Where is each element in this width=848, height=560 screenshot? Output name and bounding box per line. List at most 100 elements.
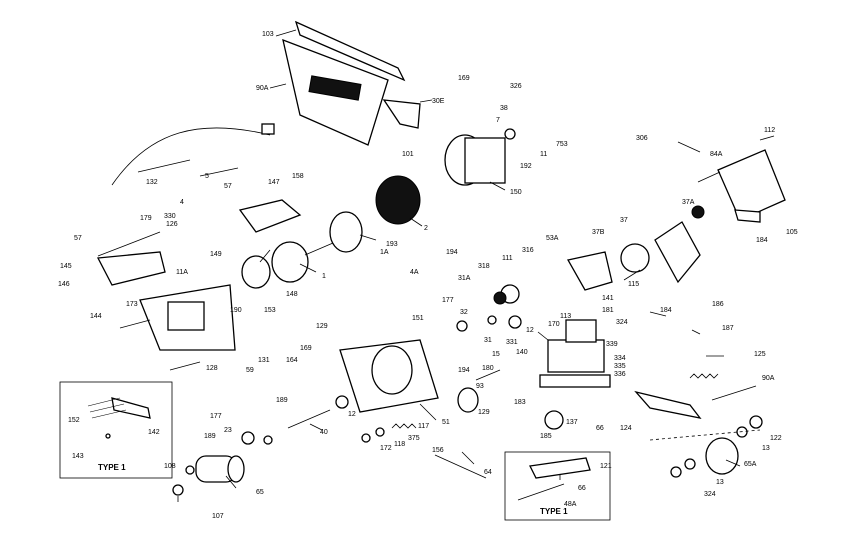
spring-part [391, 423, 417, 429]
label-4: 4 [180, 199, 184, 206]
label-170: 170 [548, 321, 560, 328]
label-15: 15 [492, 351, 500, 358]
label-7: 7 [496, 117, 500, 124]
label-107: 107 [212, 513, 224, 520]
guard-logo-plate [308, 75, 362, 101]
cord-plug-part [261, 123, 275, 135]
label-143: 143 [72, 453, 84, 460]
label-111: 111 [502, 255, 513, 262]
label-169b: 169 [300, 345, 312, 352]
power-cord-part [111, 127, 271, 186]
label-57b: 57 [74, 235, 82, 242]
label-172: 172 [380, 445, 392, 452]
label-335: 335 [614, 363, 626, 370]
label-336: 336 [614, 371, 626, 378]
washer-part-23 [241, 431, 255, 445]
drive-belt-part [654, 221, 701, 284]
washer-part-12a [335, 395, 349, 409]
screw-part-118 [375, 427, 385, 437]
label-147: 147 [268, 179, 280, 186]
label-177a: 177 [442, 297, 454, 304]
label-37a: 37A [682, 199, 695, 206]
label-194b: 194 [458, 367, 470, 374]
label-65: 65 [256, 489, 264, 496]
label-65a: 65A [744, 461, 757, 468]
left-shoe-part [96, 251, 166, 286]
label-1: 1 [322, 273, 326, 280]
end-cap-part [717, 149, 786, 221]
main-housing-bore [371, 345, 413, 395]
label-141: 141 [602, 295, 614, 302]
washer-part-11 [504, 128, 516, 140]
fan-ring-part [329, 211, 363, 253]
label-31: 31 [484, 337, 492, 344]
pulley-part [620, 243, 650, 273]
label-11a: 11A [176, 269, 188, 276]
label-11: 11 [540, 151, 547, 158]
label-164: 164 [286, 357, 298, 364]
front-roller-end [227, 455, 245, 483]
label-113: 113 [560, 313, 571, 320]
label-64: 64 [484, 469, 492, 476]
label-152: 152 [68, 417, 80, 424]
lever-part [634, 390, 702, 419]
inset-bottom-box: TYPE 1 [504, 451, 611, 521]
label-156: 156 [432, 447, 444, 454]
inset-left-box: TYPE 1 [59, 381, 173, 479]
label-184b: 184 [660, 307, 672, 314]
label-177b: 177 [210, 413, 222, 420]
label-324b: 324 [704, 491, 716, 498]
label-32: 32 [460, 309, 468, 316]
label-145: 145 [60, 263, 72, 270]
label-124: 124 [620, 425, 632, 432]
label-31a: 31A [458, 275, 471, 282]
label-339: 339 [606, 341, 618, 348]
fan-part [241, 255, 271, 289]
label-183: 183 [514, 399, 526, 406]
dust-tube-part [294, 20, 406, 82]
label-194a: 194 [446, 249, 458, 256]
tension-spring-part [689, 373, 719, 379]
label-189a: 189 [276, 397, 288, 404]
label-129a: 129 [316, 323, 328, 330]
label-30e: 30E [432, 98, 445, 105]
label-331: 331 [506, 339, 518, 346]
label-173: 173 [126, 301, 138, 308]
label-115: 115 [628, 281, 639, 288]
label-23: 23 [224, 427, 232, 434]
label-185: 185 [540, 433, 552, 440]
label-13a: 13 [762, 445, 770, 452]
label-4a: 4A [410, 269, 419, 276]
switch-assembly-part [547, 339, 605, 373]
label-108: 108 [164, 463, 176, 470]
label-131: 131 [258, 357, 270, 364]
gear-housing-part [566, 251, 613, 291]
washer-part-122 [749, 415, 763, 429]
label-180: 180 [482, 365, 494, 372]
label-169a: 169 [458, 75, 470, 82]
label-12a: 12 [526, 327, 534, 334]
sprocket-part [691, 205, 705, 219]
label-153: 153 [264, 307, 276, 314]
label-38: 38 [500, 105, 508, 112]
washer-part-13b [684, 458, 696, 470]
screw-part-172 [361, 433, 371, 443]
label-184: 184 [756, 237, 768, 244]
label-103: 103 [262, 31, 274, 38]
label-125: 125 [754, 351, 766, 358]
label-190: 190 [230, 307, 242, 314]
label-150: 150 [510, 189, 522, 196]
label-112: 112 [764, 127, 775, 134]
label-51: 51 [442, 419, 450, 426]
label-128: 128 [206, 365, 218, 372]
label-179: 179 [140, 215, 152, 222]
label-37: 37 [620, 217, 628, 224]
label-193: 193 [386, 241, 398, 248]
label-149: 149 [210, 251, 222, 258]
label-90a-top: 90A [256, 85, 269, 92]
label-187: 187 [722, 325, 734, 332]
washer-part-32 [487, 315, 497, 325]
label-126: 126 [166, 221, 178, 228]
label-330: 330 [164, 213, 176, 220]
label-118: 118 [394, 441, 405, 448]
